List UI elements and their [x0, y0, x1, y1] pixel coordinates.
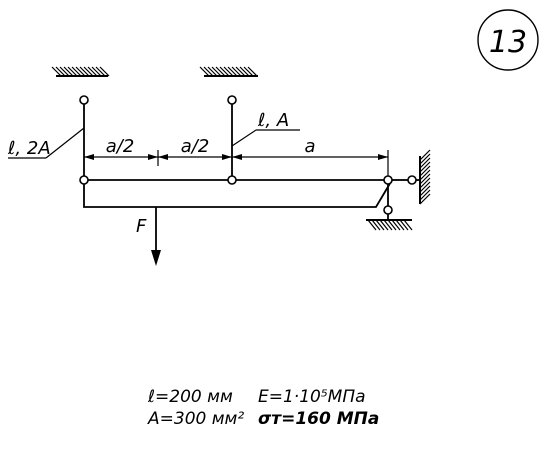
dim-label-a-half-2: a/2: [181, 136, 210, 157]
middle-rod: [227, 95, 237, 178]
left-beam-hinge: [79, 175, 89, 185]
given-length: ℓ=200 мм: [147, 387, 233, 407]
right-floor-support: [366, 184, 413, 231]
right-wall-support: [392, 149, 431, 205]
middle-rod-callout: ℓ, A: [231, 110, 300, 147]
middle-beam-hinge: [227, 175, 237, 185]
middle-rod-label: ℓ, A: [257, 110, 289, 131]
dim-label-a-half-1: a/2: [106, 136, 135, 157]
left-rod-callout: ℓ, 2A: [7, 127, 85, 159]
right-beam-hinge: [383, 175, 393, 185]
force-label: F: [136, 216, 147, 237]
middle-ceiling-support: [199, 66, 258, 77]
given-area: A=300 мм²: [147, 409, 244, 429]
rigid-beam: [79, 175, 394, 208]
given-yield-stress: σт=160 МПа: [258, 409, 379, 429]
problem-number-badge: 13: [477, 9, 539, 71]
dim-label-a: a: [304, 136, 315, 157]
problem-number: 13: [489, 25, 527, 60]
given-data: ℓ=200 мм A=300 мм² E=1·10⁵МПа σт=160 МПа: [147, 387, 379, 429]
left-rod-label: ℓ, 2A: [7, 138, 51, 159]
force-f: F: [136, 207, 161, 266]
dimension-line: [84, 150, 389, 176]
left-ceiling-support: [51, 66, 110, 77]
given-modulus: E=1·10⁵МПа: [258, 387, 366, 407]
left-rod: [79, 95, 89, 178]
